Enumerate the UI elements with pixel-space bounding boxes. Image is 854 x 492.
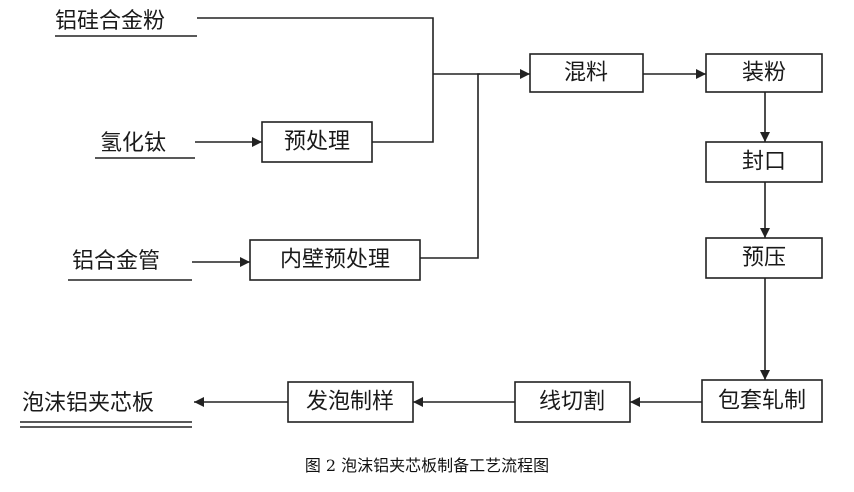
svg-text:预处理: 预处理 [284,130,350,155]
svg-text:混料: 混料 [564,61,608,86]
connector-powder-merge [197,17,434,143]
step-wire-cut: 线切割 [514,381,631,423]
input-al-tube: 铝合金管 [72,249,160,274]
svg-text:线切割: 线切割 [539,390,605,415]
input-alsi-powder: 铝硅合金粉 [55,9,165,34]
process-flow-diagram: 铝硅合金粉 氢化钛 铝合金管 预处理 内壁预处理 混料 装粉 封口 预压 包套 [20,9,823,428]
step-fill: 装粉 [705,53,823,93]
step-foam-sample: 发泡制样 [287,381,414,423]
svg-text:封口: 封口 [742,150,786,175]
svg-text:包套轧制: 包套轧制 [718,389,806,414]
svg-text:装粉: 装粉 [742,61,786,86]
figure-caption: 图 2 泡沫铝夹芯板制备工艺流程图 [304,456,550,475]
svg-text:发泡制样: 发泡制样 [306,390,394,415]
step-seal: 封口 [705,141,823,183]
step-pretreat: 预处理 [261,121,373,163]
svg-text:内壁预处理: 内壁预处理 [280,248,390,273]
input-tih2: 氢化钛 [100,131,166,156]
arrow-to-mix [420,69,530,259]
step-mix: 混料 [529,53,644,93]
step-clad-roll: 包套轧制 [701,379,823,423]
step-prepress: 预压 [705,237,823,279]
output-product: 泡沫铝夹芯板 [22,391,154,416]
step-inner-pretreat: 内壁预处理 [249,239,421,281]
svg-text:预压: 预压 [742,246,786,271]
